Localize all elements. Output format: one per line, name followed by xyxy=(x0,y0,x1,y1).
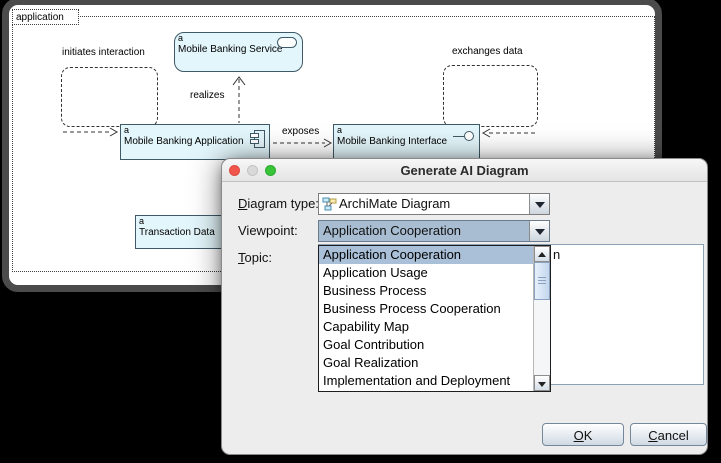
triangle-up-icon xyxy=(538,252,546,257)
viewpoint-option[interactable]: Goal Realization xyxy=(323,355,419,370)
node-label: Transaction Data xyxy=(139,227,215,238)
viewpoint-option[interactable]: Goal Contribution xyxy=(323,337,425,352)
chevron-down-icon xyxy=(535,202,545,208)
ok-button[interactable]: OK xyxy=(542,423,624,446)
scroll-up-button[interactable] xyxy=(534,246,550,262)
exposes-label: exposes xyxy=(282,126,320,137)
component-icon xyxy=(250,130,265,148)
generate-ai-diagram-dialog: Generate AI Diagram Diagram type: Viewpo… xyxy=(221,158,708,455)
application-service-icon xyxy=(277,37,297,48)
diagram-type-dropdown-button[interactable] xyxy=(529,194,549,214)
node-label: Mobile Banking Application xyxy=(124,136,244,147)
node-label: Mobile Banking Service xyxy=(178,44,283,55)
realizes-label: realizes xyxy=(190,90,225,101)
viewpoint-option[interactable]: Business Process xyxy=(323,283,427,298)
topic-text-fragment: n xyxy=(553,247,561,262)
triangle-down-icon xyxy=(538,382,546,387)
viewpoint-option[interactable]: Business Process Cooperation xyxy=(323,301,501,316)
node-mobile-banking-interface[interactable]: a Mobile Banking Interface xyxy=(333,124,480,160)
close-button[interactable] xyxy=(229,165,240,176)
minimize-button[interactable] xyxy=(247,165,258,176)
dialog-titlebar[interactable]: Generate AI Diagram xyxy=(222,159,707,182)
scrollbar-thumb[interactable] xyxy=(534,262,550,300)
node-badge: a xyxy=(178,33,184,43)
viewpoint-option[interactable]: Application Usage xyxy=(323,265,428,280)
topic-label: Topic: xyxy=(238,250,272,265)
application-group-label: application xyxy=(12,9,79,25)
viewpoint-dropdown-button[interactable] xyxy=(529,221,549,241)
node-badge: a xyxy=(337,125,343,135)
initiates-interaction-label: initiates interaction xyxy=(62,47,145,58)
viewpoint-option[interactable]: Capability Map xyxy=(323,319,409,334)
exchanges-data-shape[interactable] xyxy=(443,65,538,127)
diagram-type-combobox[interactable]: ArchiMate Diagram xyxy=(318,193,550,215)
node-mobile-banking-service[interactable]: a Mobile Banking Service xyxy=(174,32,303,72)
diagram-type-value: ArchiMate Diagram xyxy=(339,196,451,211)
archimate-diagram-icon xyxy=(322,197,337,211)
zoom-button[interactable] xyxy=(265,165,276,176)
node-mobile-banking-application[interactable]: a Mobile Banking Application xyxy=(120,124,270,160)
interface-lollipop-icon xyxy=(453,136,464,137)
scroll-down-button[interactable] xyxy=(534,375,550,391)
diagram-type-label: Diagram type: xyxy=(238,196,319,211)
node-label: Mobile Banking Interface xyxy=(337,136,448,147)
node-badge: a xyxy=(139,216,145,226)
viewpoint-option[interactable]: Application Cooperation xyxy=(319,246,533,264)
viewpoint-option[interactable]: Implementation and Deployment xyxy=(323,373,511,388)
viewpoint-combobox[interactable]: Application Cooperation xyxy=(318,220,550,242)
viewpoint-value: Application Cooperation xyxy=(323,223,462,238)
cancel-button[interactable]: Cancel xyxy=(630,423,707,446)
initiates-interaction-shape[interactable] xyxy=(61,67,158,127)
dialog-title: Generate AI Diagram xyxy=(400,163,529,178)
node-badge: a xyxy=(124,125,130,135)
exchanges-data-label: exchanges data xyxy=(452,46,523,57)
viewpoint-label: Viewpoint: xyxy=(238,223,298,238)
dropdown-scrollbar[interactable] xyxy=(533,246,550,391)
chevron-down-icon xyxy=(535,229,545,235)
